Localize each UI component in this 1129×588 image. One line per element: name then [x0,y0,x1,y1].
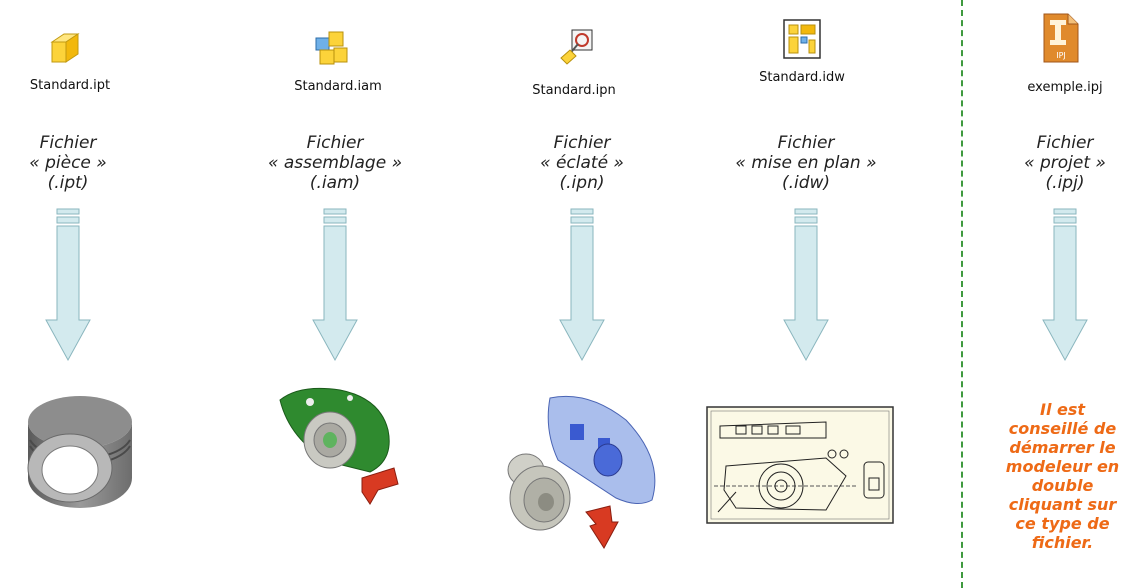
down-arrow-icon [559,208,605,362]
down-arrow-icon [45,208,91,362]
down-arrow-icon [312,208,358,362]
file-name: exemple.ipj [1027,80,1103,95]
exploded-view-illustration [507,395,656,549]
file-description: Fichier « assemblage » (.iam) [267,133,403,193]
part-cube-icon [50,33,80,63]
assembly-icon [315,31,348,65]
file-name: Standard.ipt [29,78,111,93]
project-icon-label: IPJ [1056,51,1066,60]
down-arrow-icon [1042,208,1088,362]
drawing-sheet-illustration [706,406,894,524]
file-name: Standard.ipn [532,83,616,98]
part-ring-illustration [27,396,132,508]
drawing-icon [783,19,821,59]
file-description: Fichier « mise en plan » (.idw) [735,133,877,193]
down-arrow-icon [783,208,829,362]
file-description: Fichier « projet » (.ipj) [1024,133,1106,193]
file-description: Fichier « pièce » (.ipt) [29,133,107,193]
file-description: Fichier « éclaté » (.ipn) [540,133,624,193]
dashed-divider [961,0,963,588]
project-advice-note: Il est conseillé de démarrer le modeleur… [1005,400,1120,552]
presentation-icon [560,29,593,65]
project-file-icon: IPJ [1043,13,1079,63]
assembly-illustration [279,387,399,505]
file-name: Standard.idw [759,70,845,85]
file-name: Standard.iam [294,79,382,94]
